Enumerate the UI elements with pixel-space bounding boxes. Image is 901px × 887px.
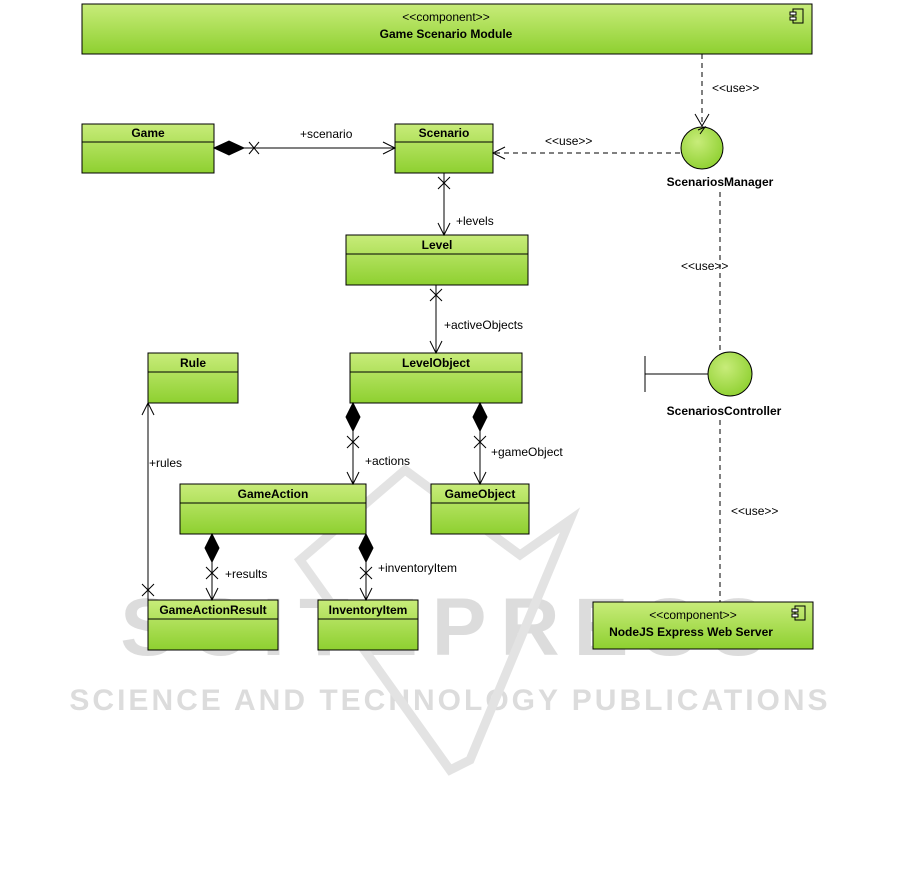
role-label: +inventoryItem [378,561,457,575]
class-name: InventoryItem [329,603,408,617]
class-name: Game [131,126,165,140]
arrowhead [694,113,710,127]
class-name: Level [422,238,453,252]
no-navigation-cross [346,435,360,449]
composition-diamond [204,532,220,564]
association-gameaction-inventory: +inventoryItem [358,532,457,602]
role-label: +results [225,567,267,581]
no-navigation-cross [248,141,260,155]
composition-diamond [472,401,488,433]
class-scenario[interactable]: Scenario [394,123,494,174]
control-scenarios-manager[interactable]: ScenariosManager [667,125,774,189]
class-game-object[interactable]: GameObject [430,483,530,535]
dependency-server-controller: <<use>> [719,420,778,602]
no-navigation-cross [359,566,373,580]
control-arrow-icon [697,125,707,135]
arrowhead [205,587,219,602]
role-label: +activeObjects [444,318,523,332]
class-rule[interactable]: Rule [147,352,239,404]
association-level-levelobject: +activeObjects [429,285,523,355]
dependency-manager-scenario: <<use>> [491,134,680,160]
arrowhead [359,587,373,602]
no-navigation-cross [429,288,443,302]
interface-name: ScenariosManager [667,175,774,189]
composition-diamond [212,140,246,156]
class-game[interactable]: Game [81,123,215,174]
association-result-rule: +rules [141,401,182,600]
no-navigation-cross [437,176,451,190]
no-navigation-cross [473,435,487,449]
class-game-action-result[interactable]: GameActionResult [147,599,279,651]
arrowhead [141,401,155,416]
association-game-scenario: +scenario [212,127,397,156]
dependency-module-manager: <<use>> [694,54,759,127]
association-levelobject-gameobject: +gameObject [472,401,563,486]
arrowhead [473,471,487,486]
arrowhead [437,222,451,237]
dependency-label: <<use>> [681,259,728,273]
no-navigation-cross [205,566,219,580]
component-icon [789,8,804,24]
class-name: LevelObject [402,356,470,370]
interface-name: ScenariosController [667,404,782,418]
arrowhead [491,146,506,160]
class-name: GameObject [445,487,516,501]
watermark-tagline: SCIENCE AND TECHNOLOGY PUBLICATIONS [69,684,830,717]
role-label: +gameObject [491,445,563,459]
component-stereotype: <<component>> [649,608,736,622]
watermark-swoosh [293,464,581,776]
role-label: +actions [365,454,410,468]
boundary-scenarios-controller[interactable]: ScenariosController [644,351,782,418]
component-name: Game Scenario Module [380,27,513,41]
arrowhead [429,340,443,355]
class-name: Scenario [419,126,470,140]
arrowhead [346,471,360,486]
role-label: +levels [456,214,494,228]
association-scenario-level: +levels [437,173,494,237]
class-name: Rule [180,356,206,370]
class-inventory-item[interactable]: InventoryItem [317,599,419,651]
composition-diamond [345,401,361,433]
component-name: NodeJS Express Web Server [609,625,773,639]
class-name: GameAction [238,487,309,501]
component-nodejs-server[interactable]: <<component>> NodeJS Express Web Server [592,601,814,650]
class-level[interactable]: Level [345,234,529,286]
dependency-controller-manager: <<use>> [681,192,728,352]
arrowhead [382,141,397,155]
composition-diamond [358,532,374,564]
dependency-label: <<use>> [712,81,759,95]
no-navigation-cross [141,583,155,597]
association-gameaction-result: +results [204,532,267,602]
class-level-object[interactable]: LevelObject [349,352,523,404]
role-label: +rules [149,456,182,470]
association-levelobject-gameaction: +actions [345,401,410,486]
component-icon [791,605,806,621]
component-game-scenario-module[interactable]: <<component>> Game Scenario Module [81,3,813,55]
component-stereotype: <<component>> [402,10,489,24]
dependency-label: <<use>> [731,504,778,518]
role-label: +scenario [300,127,353,141]
class-game-action[interactable]: GameAction [179,483,367,535]
dependency-label: <<use>> [545,134,592,148]
class-name: GameActionResult [159,603,266,617]
